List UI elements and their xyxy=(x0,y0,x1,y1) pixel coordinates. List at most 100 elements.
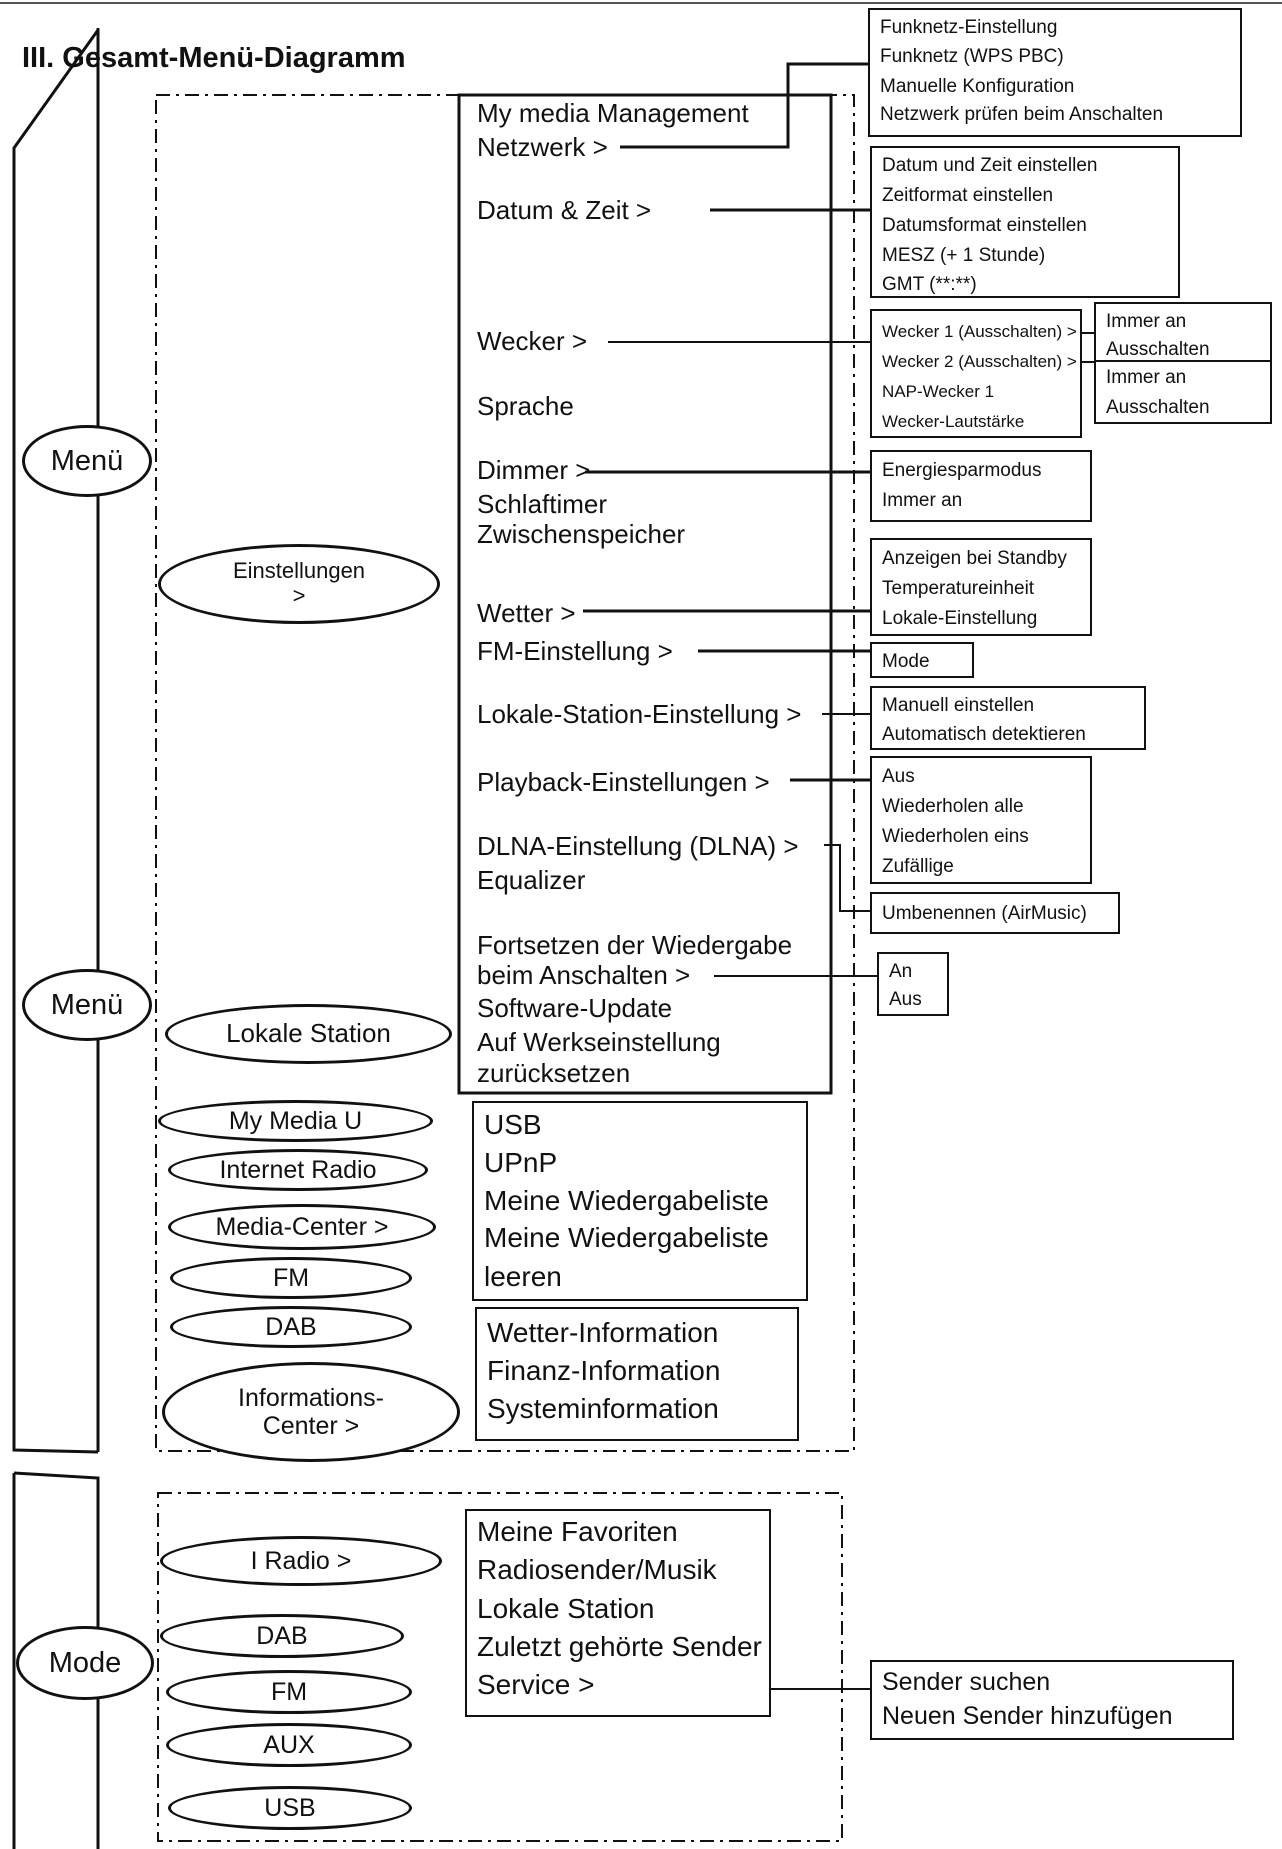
box-playback: Aus Wiederholen alle Wiederholen eins Zu… xyxy=(870,756,1092,884)
option-item[interactable]: Meine Favoriten xyxy=(477,1516,678,1547)
box-info-center: Wetter-Information Finanz-Information Sy… xyxy=(475,1307,799,1441)
option-item[interactable]: Immer an xyxy=(882,490,963,511)
menu-bracket xyxy=(12,29,100,1454)
option-item[interactable]: Temperatureinheit xyxy=(882,578,1035,599)
option-item[interactable]: Wetter-Information xyxy=(487,1317,719,1348)
box-wecker1-options: Immer an Ausschalten xyxy=(1094,302,1272,362)
settings-item[interactable]: Software-Update xyxy=(477,993,673,1023)
box-service: Sender suchen Neuen Sender hinzufügen xyxy=(870,1660,1234,1740)
settings-item[interactable]: Equalizer xyxy=(477,865,586,895)
oval-lokale-station[interactable]: Lokale Station xyxy=(165,1004,452,1064)
option-item[interactable]: Wecker 2 (Ausschalten) > xyxy=(882,352,1077,371)
option-item[interactable]: Funknetz-Einstellung xyxy=(880,17,1058,38)
settings-box-frame xyxy=(457,93,833,1095)
option-item[interactable]: Netzwerk prüfen beim Anschalten xyxy=(880,104,1164,125)
option-item[interactable]: Mode xyxy=(882,651,930,672)
root-menu-bottom[interactable]: Menü xyxy=(22,969,152,1041)
option-item[interactable]: Immer an xyxy=(1106,311,1187,332)
root-mode[interactable]: Mode xyxy=(16,1626,154,1700)
settings-item[interactable]: Zwischenspeicher xyxy=(477,519,686,549)
settings-item[interactable]: FM-Einstellung > xyxy=(477,636,673,666)
option-item[interactable]: Manuell einstellen xyxy=(882,695,1035,716)
option-item[interactable]: Lokale-Einstellung xyxy=(882,608,1038,629)
oval-dab[interactable]: DAB xyxy=(170,1306,412,1348)
option-item[interactable]: Wecker 1 (Ausschalten) > xyxy=(882,322,1077,341)
oval-i-radio[interactable]: I Radio > xyxy=(160,1536,442,1586)
mode-dashed-frame xyxy=(157,1492,843,1842)
oval-internet-radio[interactable]: Internet Radio xyxy=(168,1149,428,1191)
settings-item[interactable]: My media Management xyxy=(477,98,749,128)
oval-media-center[interactable]: Media-Center > xyxy=(168,1204,436,1250)
settings-item[interactable]: DLNA-Einstellung (DLNA) > xyxy=(477,831,799,861)
option-item[interactable]: Zeitformat einstellen xyxy=(882,185,1054,206)
mode-bracket xyxy=(13,1471,100,1849)
option-item[interactable]: Ausschalten xyxy=(1106,397,1210,418)
option-item[interactable]: Datum und Zeit einstellen xyxy=(882,155,1098,176)
option-item[interactable]: Lokale Station xyxy=(477,1593,655,1624)
oval-einstellungen[interactable]: Einstellungen > xyxy=(158,544,440,624)
option-item[interactable]: Systeminformation xyxy=(487,1393,719,1424)
box-dimmer: Energiesparmodus Immer an xyxy=(870,450,1092,522)
option-item[interactable]: Meine Wiedergabeliste xyxy=(484,1222,769,1253)
box-netzwerk: Funknetz-Einstellung Funknetz (WPS PBC) … xyxy=(868,8,1242,137)
oval-mode-fm[interactable]: FM xyxy=(166,1670,412,1714)
option-item[interactable]: Ausschalten xyxy=(1106,339,1210,360)
oval-my-media-u[interactable]: My Media U xyxy=(158,1100,433,1142)
box-wecker: Wecker 1 (Ausschalten) > Wecker 2 (Aussc… xyxy=(870,309,1082,438)
settings-item[interactable]: Wetter > xyxy=(477,598,576,628)
settings-item[interactable]: Playback-Einstellungen > xyxy=(477,767,770,797)
oval-fm[interactable]: FM xyxy=(170,1257,412,1299)
dlna-connector xyxy=(824,844,870,912)
option-item[interactable]: Anzeigen bei Standby xyxy=(882,548,1067,569)
settings-item[interactable]: Wecker > xyxy=(477,326,588,356)
option-item[interactable]: Radiosender/Musik xyxy=(477,1554,717,1585)
box-lokale-station: Manuell einstellen Automatisch detektier… xyxy=(870,686,1146,750)
option-item[interactable]: Manuelle Konfiguration xyxy=(880,76,1075,97)
settings-item[interactable]: Auf Werkseinstellung xyxy=(477,1027,721,1057)
settings-item[interactable]: Schlaftimer xyxy=(477,489,608,519)
settings-item[interactable]: Netzwerk > xyxy=(477,132,608,162)
option-item[interactable]: UPnP xyxy=(484,1147,558,1178)
option-item[interactable]: Zuletzt gehörte Sender xyxy=(477,1631,762,1662)
option-item[interactable]: leeren xyxy=(484,1261,562,1292)
option-item[interactable]: Aus xyxy=(882,766,915,787)
oval-mode-dab[interactable]: DAB xyxy=(160,1614,404,1658)
option-item[interactable]: Aus xyxy=(889,989,922,1010)
option-item[interactable]: Umbenennen (AirMusic) xyxy=(882,903,1087,924)
settings-item[interactable]: Dimmer > xyxy=(477,455,591,485)
option-item[interactable]: Sender suchen xyxy=(882,1668,1051,1696)
option-item[interactable]: Funknetz (WPS PBC) xyxy=(880,46,1064,67)
option-item[interactable]: Zufällige xyxy=(882,856,954,877)
option-item[interactable]: GMT (**:**) xyxy=(882,274,977,295)
option-item[interactable]: Neuen Sender hinzufügen xyxy=(882,1702,1173,1730)
settings-item[interactable]: Lokale-Station-Einstellung > xyxy=(477,699,802,729)
settings-item[interactable]: zurücksetzen xyxy=(477,1058,631,1088)
settings-item[interactable]: beim Anschalten > xyxy=(477,960,691,990)
option-item[interactable]: Energiesparmodus xyxy=(882,460,1042,481)
settings-item[interactable]: Sprache xyxy=(477,391,574,421)
option-item[interactable]: Wiederholen alle xyxy=(882,796,1024,817)
option-item[interactable]: Datumsformat einstellen xyxy=(882,215,1087,236)
oval-mode-usb[interactable]: USB xyxy=(168,1786,412,1830)
box-wetter: Anzeigen bei Standby Temperatureinheit L… xyxy=(870,538,1092,636)
box-wecker2-options: Immer an Ausschalten xyxy=(1094,360,1272,424)
root-menu-top[interactable]: Menü xyxy=(22,425,152,497)
option-item[interactable]: Service > xyxy=(477,1669,595,1700)
option-item[interactable]: An xyxy=(889,961,913,982)
settings-item[interactable]: Datum & Zeit > xyxy=(477,195,652,225)
option-item[interactable]: NAP-Wecker 1 xyxy=(882,382,995,401)
option-item[interactable]: Immer an xyxy=(1106,367,1187,388)
option-item[interactable]: Meine Wiedergabeliste xyxy=(484,1185,769,1216)
option-item[interactable]: MESZ (+ 1 Stunde) xyxy=(882,245,1046,266)
page-title: III. Gesamt-Menü-Diagramm xyxy=(22,42,406,74)
oval-informations-center[interactable]: Informations- Center > xyxy=(162,1362,460,1462)
option-item[interactable]: Automatisch detektieren xyxy=(882,724,1086,745)
option-item[interactable]: USB xyxy=(484,1109,542,1140)
oval-mode-aux[interactable]: AUX xyxy=(166,1723,412,1767)
option-item[interactable]: Wiederholen eins xyxy=(882,826,1029,847)
option-item[interactable]: Wecker-Lautstärke xyxy=(882,412,1025,431)
settings-item[interactable]: Fortsetzen der Wiedergabe xyxy=(477,930,793,960)
netzwerk-connector xyxy=(620,62,868,149)
option-item[interactable]: Finanz-Information xyxy=(487,1355,721,1386)
